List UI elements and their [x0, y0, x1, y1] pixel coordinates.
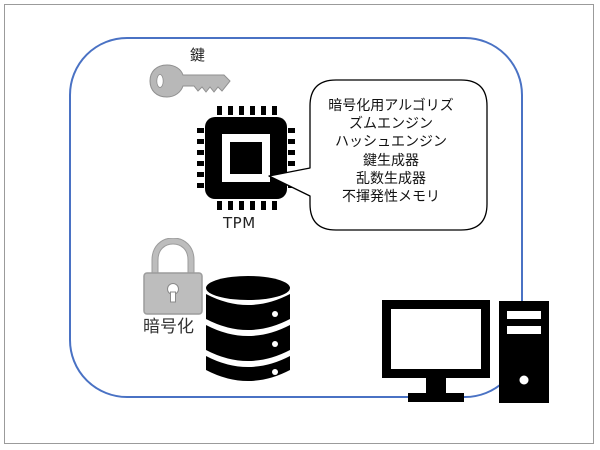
tpm-functions-bubble — [268, 79, 488, 231]
system-boundary — [69, 37, 523, 398]
image-frame — [4, 4, 594, 444]
key-label: 鍵 — [190, 46, 206, 64]
tpm-function-item: 暗号化用アルゴリズ — [328, 98, 454, 114]
chip-icon — [197, 106, 295, 210]
tpm-functions-list: 暗号化用アルゴリズ ズムエンジン ハッシュエンジン 鍵生成器 乱数生成器 不揮発… — [320, 97, 462, 206]
tpm-function-item: 鍵生成器 — [363, 152, 419, 169]
tpm-function-item: 乱数生成器 — [356, 170, 426, 187]
tpm-function-item: ズムエンジン — [349, 116, 433, 133]
pc-tower-icon — [499, 301, 549, 403]
key-icon — [149, 64, 231, 98]
database-icon — [206, 276, 290, 381]
tpm-label: TPM — [223, 214, 256, 232]
tpm-function-item: 不揮発性メモリ — [342, 189, 440, 206]
monitor-icon — [382, 300, 490, 402]
padlock-icon — [143, 238, 203, 315]
encryption-label: 暗号化 — [143, 317, 194, 337]
tpm-function-item: ハッシュエンジン — [335, 134, 447, 151]
